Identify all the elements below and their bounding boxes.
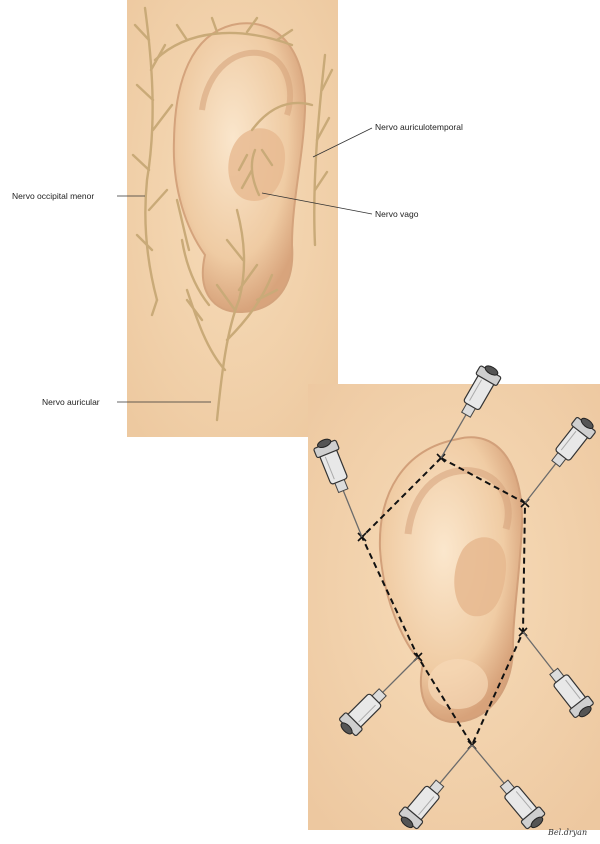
ear-block-illustration: [308, 384, 600, 830]
nerve-anatomy-panel: [127, 0, 338, 437]
ear-nerve-illustration: [127, 0, 338, 437]
label-vago: Nervo vago: [375, 209, 419, 219]
label-occipital: Nervo occipital menor: [12, 191, 95, 201]
nerve-branches: [131, 6, 334, 422]
label-auricular: Nervo auricular: [42, 397, 100, 407]
nerve-block-panel: [308, 384, 600, 830]
concha-shape: [228, 128, 286, 201]
helix-fold: [199, 49, 294, 116]
label-auriculotemporal: Nervo auriculotemporal: [375, 122, 463, 132]
earlobe-highlight: [428, 659, 488, 709]
artist-signature: Bel.dryan: [548, 828, 588, 837]
